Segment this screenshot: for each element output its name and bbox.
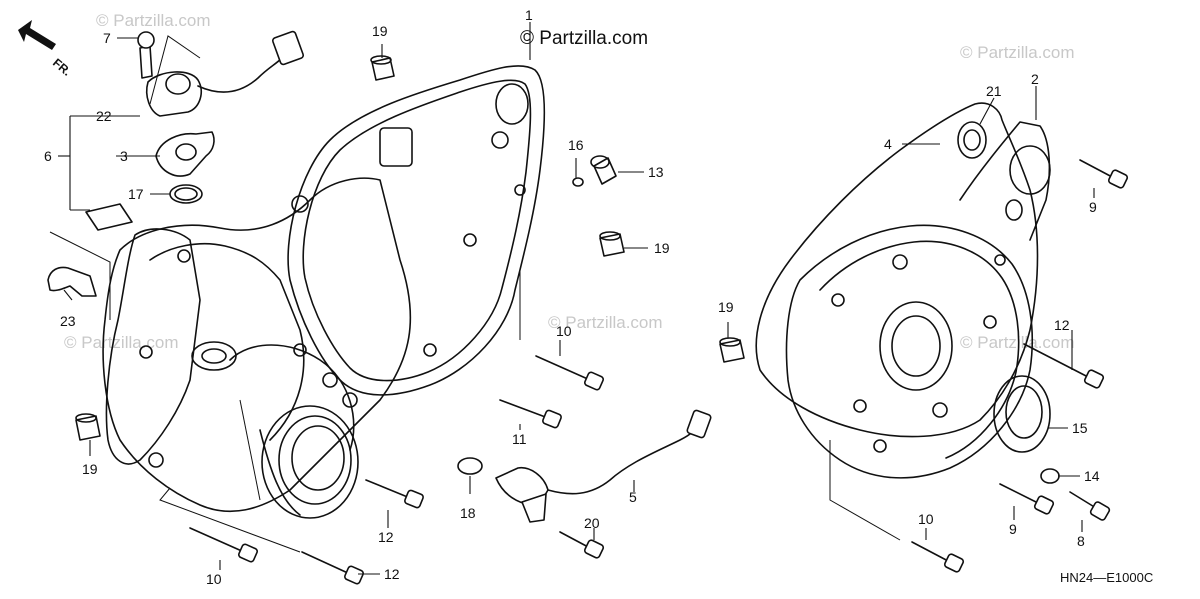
watermark-center: © Partzilla.com: [548, 313, 663, 332]
callout-21: 21: [986, 83, 1002, 99]
callout-5: 5: [629, 489, 637, 505]
callout-12-bottom: 12: [384, 566, 400, 582]
drawing-code: HN24—E1000C: [1060, 570, 1153, 585]
callout-11: 11: [512, 431, 527, 447]
callout-19-top: 19: [372, 23, 388, 39]
callout-12-right: 12: [1054, 317, 1070, 333]
callout-19-right: 19: [654, 240, 670, 256]
watermark-right: © Partzilla.com: [960, 333, 1075, 352]
sensor-assembly-top: [47, 30, 305, 297]
callout-9-lower: 9: [1009, 521, 1017, 537]
callout-14: 14: [1084, 468, 1100, 484]
callout-3: 3: [120, 148, 128, 164]
callout-19-far-right: 19: [718, 299, 734, 315]
callout-15: 15: [1072, 420, 1088, 436]
callout-2: 2: [1031, 71, 1039, 87]
watermark-top-left: © Partzilla.com: [96, 11, 211, 30]
callout-12-lower: 12: [378, 529, 394, 545]
callout-10-center: 10: [556, 323, 572, 339]
callout-7: 7: [103, 30, 111, 46]
callout-19-left: 19: [82, 461, 98, 477]
watermark-top-right: © Partzilla.com: [960, 43, 1075, 62]
front-direction-arrow-icon: FR.: [18, 20, 74, 79]
callout-8: 8: [1077, 533, 1085, 549]
callout-9-upper: 9: [1089, 199, 1097, 215]
callout-20: 20: [584, 515, 600, 531]
callout-1: 1: [525, 7, 533, 23]
callout-23: 23: [60, 313, 76, 329]
callout-numbers: 1 2 3 4 5 6 7 8 9 9 10 10 10 11 12 12 12…: [44, 7, 1100, 587]
callout-18: 18: [460, 505, 476, 521]
callout-17: 17: [128, 186, 144, 202]
watermarks: © Partzilla.com © Partzilla.com © Partzi…: [64, 11, 1075, 352]
front-label: FR.: [50, 56, 74, 79]
watermark-main: © Partzilla.com: [520, 28, 648, 49]
callout-4: 4: [884, 136, 892, 152]
callout-13: 13: [648, 164, 664, 180]
callout-6: 6: [44, 148, 52, 164]
callout-16: 16: [568, 137, 584, 153]
callout-10-right: 10: [918, 511, 934, 527]
leader-lines: [58, 22, 1095, 575]
crankcase-cover-right: [719, 102, 1129, 573]
callout-22: 22: [96, 108, 112, 124]
small-parts-left: [75, 55, 712, 585]
callout-10-bottom: 10: [206, 571, 222, 587]
watermark-left: © Partzilla.com: [64, 333, 179, 352]
crankcase-cover-left: [49, 65, 546, 553]
